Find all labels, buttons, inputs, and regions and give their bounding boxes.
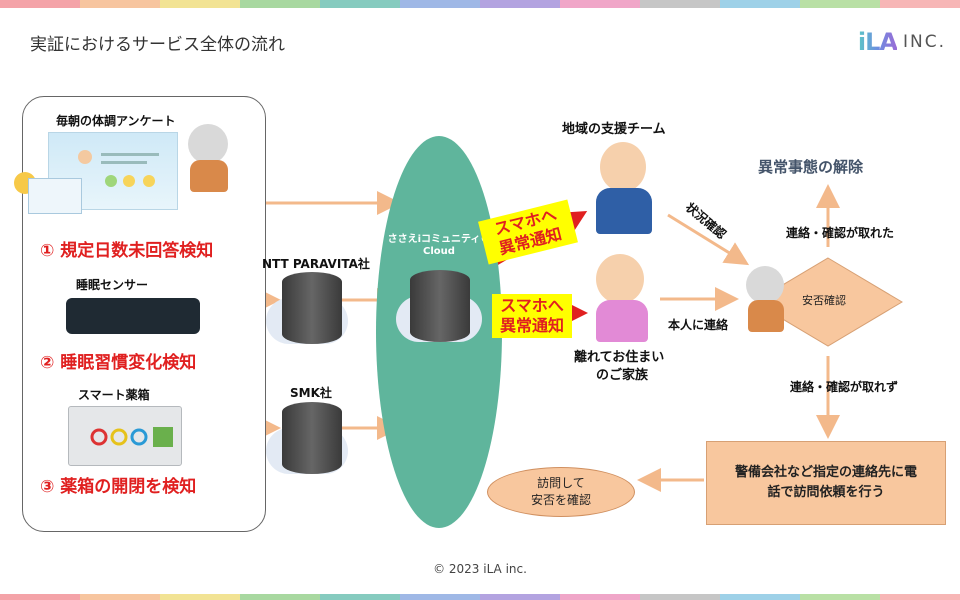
- visit-line1: 訪問して: [537, 476, 585, 490]
- support-team-label: 地域の支援チーム: [562, 122, 666, 137]
- stripe-segment: [720, 0, 800, 8]
- smart-medbox-image: [68, 406, 182, 466]
- detection-2: ② 睡眠習慣変化検知: [40, 353, 197, 373]
- escalation-box: 警備会社など指定の連絡先に電 話で訪問依頼を行う: [706, 441, 946, 525]
- support-staff-icon: [600, 142, 646, 192]
- escalation-line1: 警備会社など指定の連絡先に電: [734, 465, 917, 480]
- stripe-segment: [480, 0, 560, 8]
- elderly-target-body: [748, 300, 784, 332]
- calendar-icon: [28, 178, 82, 214]
- stripe-segment: [880, 0, 960, 8]
- ntt-server-icon: [282, 272, 342, 344]
- bottom-color-stripe: [0, 594, 960, 600]
- cloud-server-icon: [410, 270, 470, 342]
- stripe-segment: [560, 594, 640, 600]
- visit-line2: 安否を確認: [530, 493, 591, 507]
- contact-person-label: 本人に連絡: [668, 318, 729, 332]
- resolved-label: 異常事態の解除: [758, 158, 864, 176]
- elderly-target-icon: [746, 266, 784, 304]
- survey-label: 毎朝の体調アンケート: [56, 114, 176, 128]
- family-member-body: [596, 300, 648, 342]
- notify-family-line1: スマホへ: [500, 296, 564, 315]
- decision-center-label: 安否確認: [802, 294, 846, 307]
- smk-server-label: SMK社: [290, 386, 332, 400]
- detection-3: ③ 薬箱の開閉を検知: [40, 477, 197, 497]
- stripe-segment: [240, 594, 320, 600]
- support-staff-body: [596, 188, 652, 234]
- stripe-segment: [160, 594, 240, 600]
- stripe-segment: [80, 0, 160, 8]
- elderly-user-body: [190, 160, 228, 192]
- sleep-sensor-label: 睡眠センサー: [76, 278, 149, 292]
- stripe-segment: [240, 0, 320, 8]
- stripe-segment: [640, 594, 720, 600]
- contact-ok-label: 連絡・確認が取れた: [786, 226, 895, 240]
- stripe-segment: [800, 594, 880, 600]
- stripe-segment: [560, 0, 640, 8]
- stripe-segment: [480, 594, 560, 600]
- smk-server-icon: [282, 402, 342, 474]
- stripe-segment: [160, 0, 240, 8]
- stripe-segment: [720, 594, 800, 600]
- notify-family-line2: 異常通知: [499, 316, 564, 335]
- family-label-1: 離れてお住まい: [574, 350, 665, 365]
- stripe-segment: [640, 0, 720, 8]
- family-member-icon: [596, 254, 644, 304]
- medbox-compartments-icon: [90, 427, 173, 447]
- survey-faces-icon: [78, 150, 159, 187]
- sleep-sensor-image: [66, 298, 200, 334]
- stripe-segment: [0, 0, 80, 8]
- ntt-server-label: NTT PARAVITA社: [262, 257, 370, 271]
- stripe-segment: [0, 594, 80, 600]
- cloud-service-name: ささえiコミュニティ®: [387, 234, 491, 245]
- stripe-segment: [320, 0, 400, 8]
- visit-ellipse: 訪問して 安否を確認: [487, 467, 635, 517]
- logo-mark: iLA: [857, 28, 898, 56]
- family-label-2: のご家族: [596, 368, 649, 383]
- contact-ng-label: 連絡・確認が取れず: [790, 380, 899, 394]
- stripe-segment: [80, 594, 160, 600]
- notify-family-tag: スマホへ 異常通知: [492, 294, 572, 338]
- stripe-segment: [880, 594, 960, 600]
- smart-medbox-label: スマート薬箱: [78, 388, 150, 402]
- logo-inc: INC.: [902, 32, 946, 52]
- arrow-team-to-decision: [667, 213, 750, 266]
- top-color-stripe: [0, 0, 960, 8]
- copyright-footer: © 2023 iLA inc.: [433, 562, 527, 576]
- elderly-user-icon: [188, 124, 228, 164]
- page-title: 実証におけるサービス全体の流れ: [30, 35, 285, 55]
- stripe-segment: [400, 594, 480, 600]
- stripe-segment: [320, 594, 400, 600]
- stripe-segment: [800, 0, 880, 8]
- stripe-segment: [400, 0, 480, 8]
- company-logo: iLA INC.: [858, 28, 946, 56]
- detection-1: ① 規定日数未回答検知: [40, 241, 214, 261]
- escalation-line2: 話で訪問依頼を行う: [767, 485, 885, 500]
- cloud-service-sub: Cloud: [423, 246, 455, 257]
